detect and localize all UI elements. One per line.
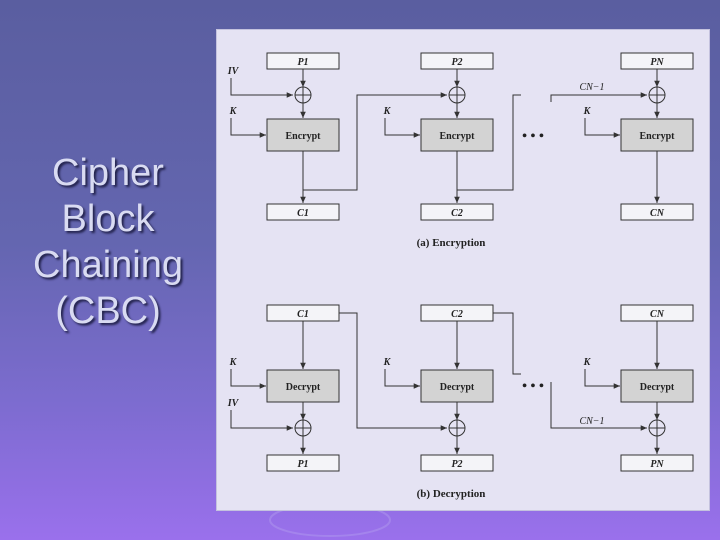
enc-block-2: Encrypt [440, 131, 476, 142]
slide-title-line-3: Chaining [33, 244, 183, 286]
decryption-labels: C1 C2 CN Decrypt Decrypt Decrypt P1 P2 P… [227, 309, 675, 500]
cbc-diagram-panel: P1 P2 PN Encrypt Encrypt Encrypt C1 C2 C… [216, 29, 710, 511]
slide-title-line-2: Block [61, 198, 155, 240]
dec-c2-label: C2 [451, 309, 463, 320]
dec-kn-label: K [583, 357, 592, 368]
encryption-labels: P1 P2 PN Encrypt Encrypt Encrypt C1 C2 C… [227, 57, 675, 249]
enc-pn-label: PN [650, 57, 664, 68]
encryption-section [230, 52, 694, 221]
dec-feedback-label: CN−1 [579, 416, 604, 427]
dec-k1-label: K [229, 357, 238, 368]
slide-title-line-1: Cipher [52, 152, 164, 194]
dec-iv-label: IV [227, 398, 240, 409]
enc-p2-label: P2 [451, 57, 462, 68]
enc-feedback-label: CN−1 [579, 82, 604, 93]
dec-block-n: Decrypt [640, 382, 675, 393]
dec-cn-label: CN [650, 309, 665, 320]
enc-ellipsis: • • • [522, 129, 544, 144]
slide-title: Cipher Block Chaining (CBC) [8, 150, 208, 334]
enc-c1-label: C1 [297, 208, 309, 219]
enc-kn-label: K [583, 106, 592, 117]
dec-block-1: Decrypt [286, 382, 321, 393]
dec-c1-label: C1 [297, 309, 309, 320]
dec-p2-label: P2 [451, 459, 462, 470]
enc-block-1: Encrypt [286, 131, 322, 142]
dec-k2-label: K [383, 357, 392, 368]
dec-ellipsis: • • • [522, 379, 544, 394]
enc-p1-label: P1 [297, 57, 308, 68]
dec-caption: (b) Decryption [417, 488, 486, 500]
enc-block-n: Encrypt [640, 131, 676, 142]
enc-c2-label: C2 [451, 208, 463, 219]
decryption-section [230, 304, 694, 472]
enc-cn-label: CN [650, 208, 665, 219]
enc-k1-label: K [229, 106, 238, 117]
dec-pn-label: PN [650, 459, 664, 470]
enc-iv-label: IV [227, 66, 240, 77]
slide-title-line-4: (CBC) [55, 290, 161, 332]
enc-k2-label: K [383, 106, 392, 117]
dec-p1-label: P1 [297, 459, 308, 470]
enc-caption: (a) Encryption [417, 237, 486, 249]
cbc-diagram: P1 P2 PN Encrypt Encrypt Encrypt C1 C2 C… [227, 52, 694, 500]
dec-block-2: Decrypt [440, 382, 475, 393]
